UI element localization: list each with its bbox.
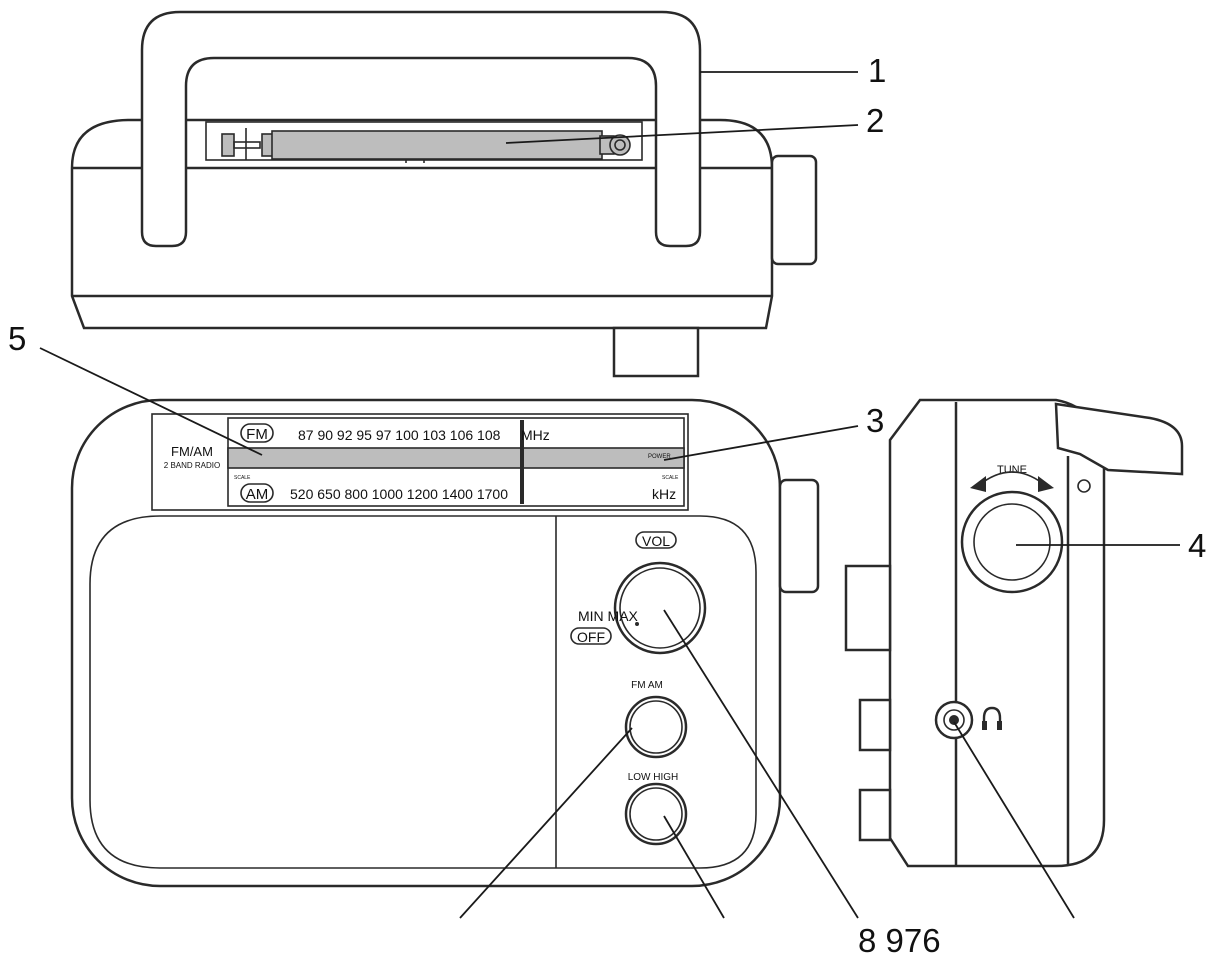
scale-left: SCALE [234, 475, 251, 481]
tune-arrow-right [1038, 476, 1054, 492]
side-view: TUNE [844, 398, 1184, 868]
telescopic-antenna [221, 128, 631, 163]
callout-2: 2 [866, 102, 884, 139]
dial-window-outer [151, 413, 689, 511]
fm-scale: 87 90 92 95 97 100 103 106 108 [298, 427, 501, 443]
vol-label: VOL [642, 533, 670, 549]
leader-3 [663, 425, 859, 461]
power-label: POWER [648, 454, 671, 460]
carry-handle [140, 10, 702, 248]
callout-bottom: 8 976 [858, 922, 941, 956]
fm-badge-text: FM [246, 426, 268, 443]
leader-9 [663, 815, 725, 919]
side-knob-bottom [858, 788, 892, 842]
side-handle [1054, 402, 1184, 476]
band-switch: FM AM [592, 680, 718, 759]
callout-5: 5 [8, 320, 26, 357]
leader-5 [39, 347, 263, 456]
leader-2 [505, 124, 859, 144]
fm-unit: MHz [521, 427, 550, 443]
tune-arrow-left [970, 476, 986, 492]
tune-label: TUNE [997, 464, 1027, 476]
side-knob-mid [858, 698, 892, 752]
am-badge-text: AM [246, 486, 269, 503]
top-side-knob [770, 154, 818, 266]
front-view: FM/AM 2 BAND RADIO FM 87 90 92 95 97 100… [70, 398, 820, 888]
min-max-label: MIN MAX [578, 608, 639, 624]
fm-badge [240, 423, 274, 443]
am-badge [240, 483, 274, 503]
leader-7 [953, 721, 1075, 919]
tune-knob[interactable] [960, 490, 1064, 594]
band-title: FM/AM [171, 444, 213, 459]
tone-switch-knob[interactable] [624, 782, 688, 846]
headphone-icon [982, 706, 1002, 730]
front-body-outline [70, 398, 782, 888]
band-switch-label: FM AM [631, 680, 663, 691]
am-unit: kHz [652, 486, 676, 502]
band-switch-knob[interactable] [624, 695, 688, 759]
callout-3: 3 [866, 402, 884, 439]
volume-control: VOL MIN MAX OFF [570, 531, 707, 655]
off-label: OFF [577, 629, 605, 645]
dial-pointer-band [227, 447, 685, 469]
tone-label: LOW HIGH [628, 772, 679, 783]
am-scale: 520 650 800 1000 1200 1400 1700 [290, 486, 508, 502]
callout-1: 1 [868, 52, 886, 89]
top-view [70, 10, 818, 378]
leader-8 [459, 727, 633, 919]
top-tune-knob [612, 326, 700, 378]
leader-lines [39, 71, 1180, 919]
volume-knob[interactable] [613, 561, 707, 655]
side-knob-top [844, 564, 892, 652]
band-subtitle: 2 BAND RADIO [164, 461, 220, 470]
speaker-panel [89, 515, 757, 869]
leader-6 [663, 609, 859, 919]
front-side-knob [778, 478, 820, 594]
scale-right: SCALE [662, 475, 679, 481]
callout-4: 4 [1188, 527, 1206, 564]
